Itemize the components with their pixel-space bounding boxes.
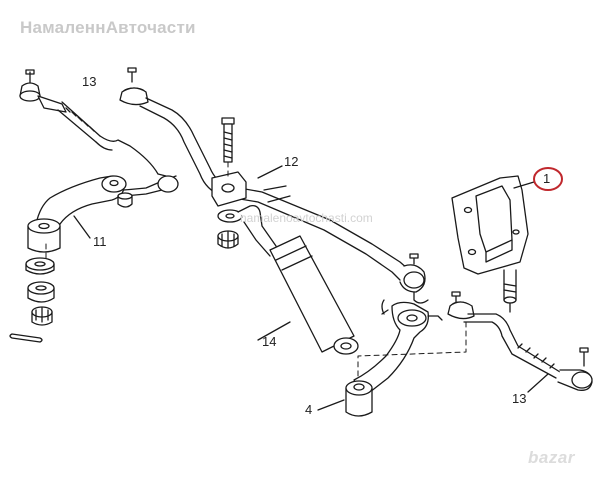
callout-12: 12	[284, 154, 299, 169]
callout-4: 4	[305, 402, 313, 417]
brand-watermark: bazar	[528, 448, 575, 467]
callout-13-right: 13	[512, 391, 527, 406]
washer-stack	[9, 257, 55, 343]
highlight-ring	[533, 167, 563, 191]
idler-arm-11	[27, 175, 179, 253]
callout-11: 11	[93, 234, 107, 249]
callout-1-leader	[513, 181, 535, 189]
watermark-top: НамаленнАвточасти	[20, 18, 196, 37]
steering-damper-14	[237, 204, 359, 355]
watermark-middle: namalenoavtochasti.com	[240, 211, 373, 225]
bolt-clamp	[211, 117, 247, 249]
tie-rod-end-left	[19, 69, 167, 177]
callout-13-left: 13	[82, 74, 97, 89]
steering-arm-4	[317, 299, 443, 417]
tie-rod-right	[447, 291, 593, 393]
assembly-guides	[45, 161, 467, 379]
callout-1: 1	[543, 171, 551, 186]
callout-14: 14	[262, 334, 277, 349]
mounting-bracket-1	[451, 175, 529, 313]
